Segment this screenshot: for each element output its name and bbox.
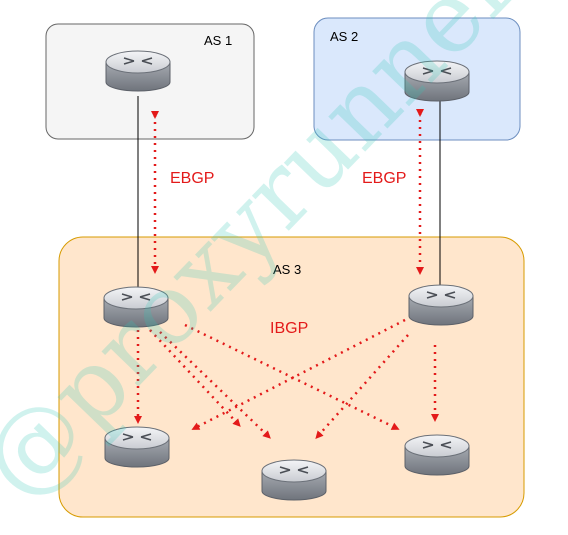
ebgp-label-right: EBGP — [362, 170, 406, 187]
ibgp-arrow-right-to-bl — [191, 318, 406, 430]
ibgp-arrow-right-to-bm — [315, 334, 409, 439]
ebgp-label-left: EBGP — [170, 170, 214, 187]
router-as1[interactable] — [105, 50, 171, 92]
as3-label: AS 3 — [273, 262, 301, 277]
router-as3-internal-right[interactable] — [404, 434, 470, 476]
as2-label: AS 2 — [330, 29, 358, 44]
as1-label: AS 1 — [204, 33, 232, 48]
router-as3-internal-middle[interactable] — [261, 459, 327, 501]
ibgp-arrow-left-to-bmid — [149, 329, 241, 427]
ibgp-label: IBGP — [270, 320, 308, 337]
router-as3-border-right[interactable] — [408, 284, 474, 326]
